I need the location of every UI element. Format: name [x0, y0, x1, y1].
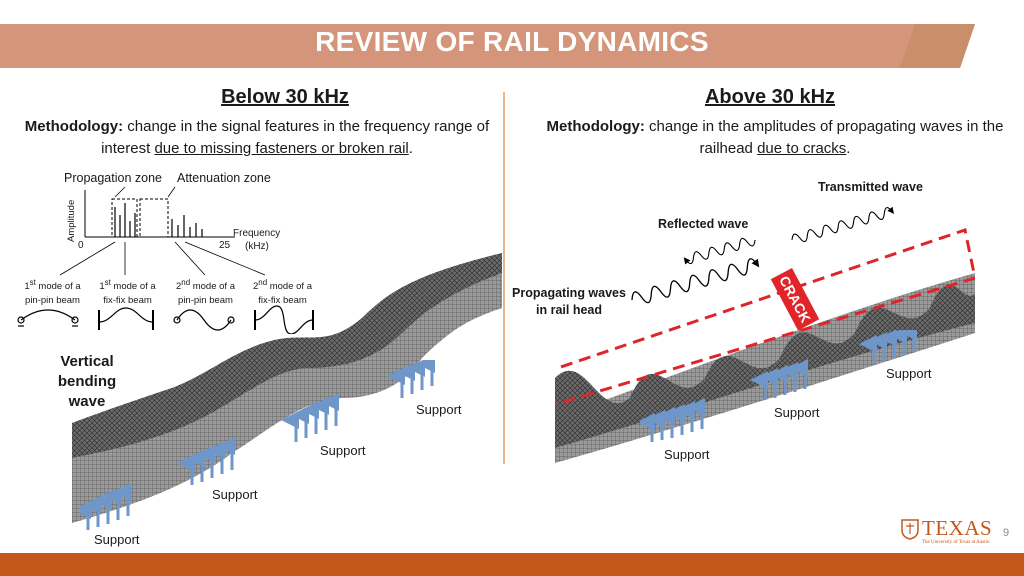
left-support-arrows [80, 360, 435, 530]
mode-4-ord: 2 [253, 281, 259, 293]
mode-3-sup: nd [181, 278, 191, 287]
propagating-line2: in rail head [536, 303, 602, 317]
mode-4-line1: mode of a [267, 281, 312, 293]
mode-3-line2: pin-pin beam [178, 295, 233, 307]
left-methodology-end: . [408, 140, 413, 157]
mode-2-sup: st [104, 278, 111, 287]
mode-3-line1: mode of a [190, 281, 235, 293]
bottom-bar [0, 553, 1024, 576]
tick-zero: 0 [78, 240, 84, 251]
frequency-spectrum-diagram [84, 186, 235, 238]
mode-2-ord: 1 [99, 281, 105, 293]
page-number: 9 [1003, 527, 1010, 539]
left-heading: Below 30 kHz [221, 86, 349, 108]
reflected-wave-label: Reflected wave [658, 217, 749, 231]
logo-subtitle: The University of Texas at Austin [922, 540, 990, 545]
mode-4-label: 2nd mode of a fix-fix beam [245, 276, 320, 308]
mode-1-line2: pin-pin beam [25, 295, 80, 307]
frequency-axis-unit: (kHz) [245, 241, 269, 252]
propagating-line1: Propagating waves [512, 286, 626, 300]
right-methodology: Methodology: change in the amplitudes of… [530, 116, 1020, 160]
mode-4-sup: nd [258, 278, 268, 287]
mode-3-label: 2nd mode of a pin-pin beam [168, 276, 243, 308]
mode-arrows [59, 241, 266, 276]
right-methodology-label: Methodology: [546, 118, 645, 135]
mode-1-line1: mode of a [35, 281, 81, 293]
propagation-zone-label: Propagation zone [64, 171, 162, 185]
right-support-1: Support [664, 447, 710, 462]
mode-4-line2: fix-fix beam [258, 295, 307, 307]
right-support-3: Support [886, 366, 932, 381]
logo-name: TEXAS [922, 516, 993, 540]
wave-label-line1: Vertical [60, 353, 114, 370]
propagating-waves-label: Propagating waves in rail head [508, 285, 630, 319]
mode-1-sup: st [29, 278, 36, 287]
slide-title: REVIEW OF RAIL DYNAMICS [315, 26, 709, 57]
column-divider [503, 92, 505, 464]
wave-label-line2: bending [57, 373, 117, 390]
title-bar [0, 24, 975, 68]
left-methodology-text: change in the signal features in the fre… [101, 118, 490, 157]
transmitted-wave-label: Transmitted wave [818, 180, 923, 194]
right-heading: Above 30 kHz [704, 86, 836, 108]
right-methodology-underlined: due to cracks [757, 140, 847, 157]
amplitude-axis-label: Amplitude [66, 199, 77, 242]
ut-seal-icon [900, 518, 920, 540]
mode-3-ord: 2 [176, 281, 182, 293]
vertical-bending-wave-label: Vertical bending wave [56, 352, 118, 412]
attenuation-zone-label: Attenuation zone [177, 171, 271, 185]
left-methodology-underlined: due to missing fasteners or broken rail [154, 140, 409, 157]
mode-1-ord: 1 [24, 281, 30, 293]
mode-2-label: 1st mode of a fix-fix beam [90, 276, 165, 308]
left-methodology: Methodology: change in the signal featur… [12, 116, 502, 160]
mode-shapes [17, 305, 314, 334]
mode-2-line2: fix-fix beam [103, 295, 152, 307]
right-methodology-text: change in the amplitudes of propagating … [649, 118, 1004, 157]
tick-25: 25 [219, 240, 231, 251]
left-support-3: Support [320, 443, 366, 458]
left-methodology-label: Methodology: [24, 118, 124, 135]
frequency-axis-label: Frequency [233, 228, 281, 239]
mode-2-line1: mode of a [110, 281, 156, 293]
right-methodology-end: . [846, 140, 851, 157]
wave-arrows [631, 206, 894, 304]
left-support-2: Support [212, 487, 258, 502]
mode-1-label: 1st mode of a pin-pin beam [15, 276, 90, 308]
right-support-2: Support [774, 405, 820, 420]
left-support-4: Support [416, 402, 462, 417]
right-support-arrows [640, 330, 917, 442]
wave-label-line3: wave [68, 393, 106, 410]
left-support-1: Support [94, 532, 140, 547]
